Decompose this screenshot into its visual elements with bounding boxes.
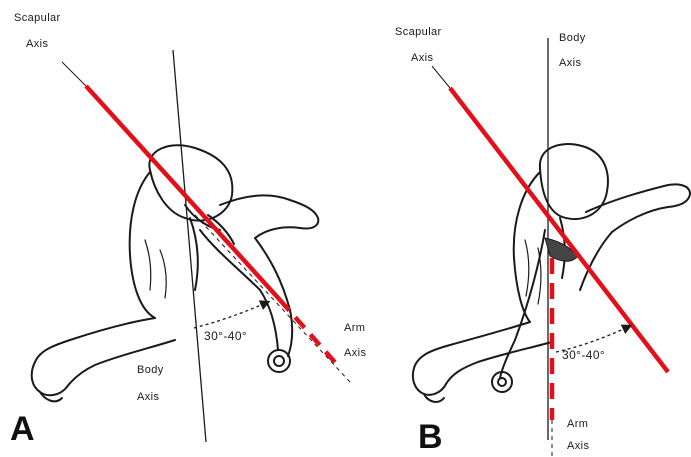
panel-a-body-axis-label-line2: Axis [137,391,159,403]
panel-b-angle-label: 30°-40° [562,348,605,362]
panel-a-angle-arc [194,302,268,328]
panel-b-body-axis-label-line1: Body [559,32,586,44]
panel-a-scapular-axis-lead [62,62,86,86]
panel-b-scapular-axis-lead [432,66,450,88]
panel-a-scapular-axis-label-line2: Axis [26,38,48,50]
panel-b-arm-axis-label-line2: Axis [567,440,589,452]
panel-b [413,38,690,457]
panel-a-letter: A [10,410,35,449]
panel-a-arm-axis-label-line1: Arm [344,322,365,334]
panel-b-scapular-axis-label-line2: Axis [411,52,433,64]
panel-b-arm-axis-label-line1: Arm [567,418,588,430]
panel-b-scapular-axis-label-line1: Scapular [395,26,442,38]
panel-a-angle-label: 30°-40° [204,329,247,343]
panel-a [32,50,350,442]
panel-a-arm-axis-line [195,215,350,382]
panel-a-body-axis-line [173,50,206,442]
panel-b-body-axis-label-line2: Axis [559,57,581,69]
panel-b-scapular-axis-line [450,88,668,372]
panel-a-scapular-axis-label-line1: Scapular [14,12,61,24]
panel-a-scapular-axis-line [86,86,280,300]
panel-a-body-axis-label-line1: Body [137,364,164,376]
panel-a-arm-axis-label-line2: Axis [344,347,366,359]
panel-b-letter: B [418,418,443,457]
